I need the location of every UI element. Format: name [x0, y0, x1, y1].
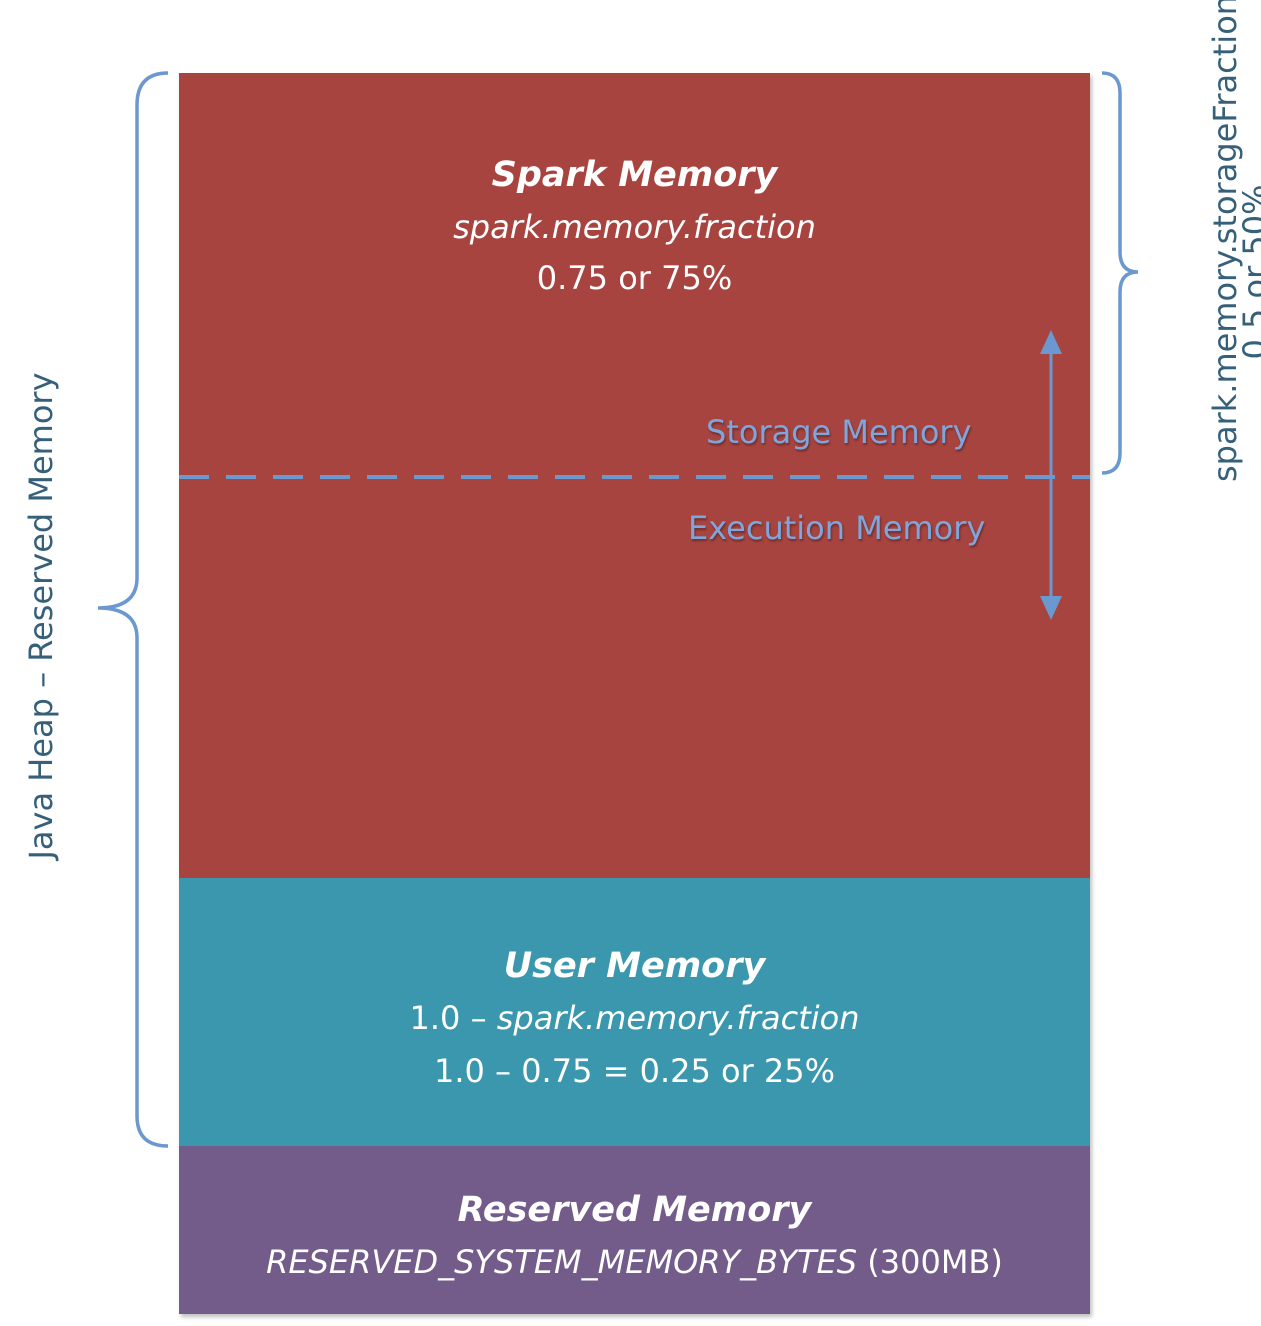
user-memory-value: 1.0 – 0.75 = 0.25 or 25%: [433, 1052, 836, 1090]
storage-fraction-brace: [1101, 71, 1139, 475]
reserved-memory-title: Reserved Memory: [457, 1190, 812, 1230]
java-heap-brace: [97, 71, 169, 1148]
spark-memory-block: Spark Memory spark.memory.fraction 0.75 …: [179, 73, 1090, 878]
spark-memory-value: 0.75 or 75%: [536, 259, 733, 297]
java-heap-label: Java Heap – Reserved Memory: [22, 372, 60, 860]
reserved-memory-size: (300MB): [857, 1243, 1003, 1281]
user-memory-formula: 1.0 – spark.memory.fraction: [179, 1002, 1090, 1034]
reserved-memory-param: RESERVED_SYSTEM_MEMORY_BYTES: [266, 1243, 858, 1281]
spark-memory-title: Spark Memory: [491, 155, 778, 195]
reserved-memory-detail: RESERVED_SYSTEM_MEMORY_BYTES (300MB): [179, 1246, 1090, 1278]
user-memory-title: User Memory: [503, 946, 766, 986]
storage-memory-label: Storage Memory: [706, 413, 972, 451]
reserved-memory-block: Reserved Memory RESERVED_SYSTEM_MEMORY_B…: [179, 1146, 1090, 1314]
storage-fraction-value-label: 0.5 or 50%: [1236, 184, 1261, 360]
user-memory-formula-param: spark.memory.fraction: [496, 999, 860, 1037]
user-memory-block: User Memory 1.0 – spark.memory.fraction …: [179, 878, 1090, 1146]
user-memory-formula-prefix: 1.0 –: [409, 999, 497, 1037]
spark-memory-param: spark.memory.fraction: [453, 208, 816, 246]
execution-memory-label: Execution Memory: [688, 509, 986, 547]
